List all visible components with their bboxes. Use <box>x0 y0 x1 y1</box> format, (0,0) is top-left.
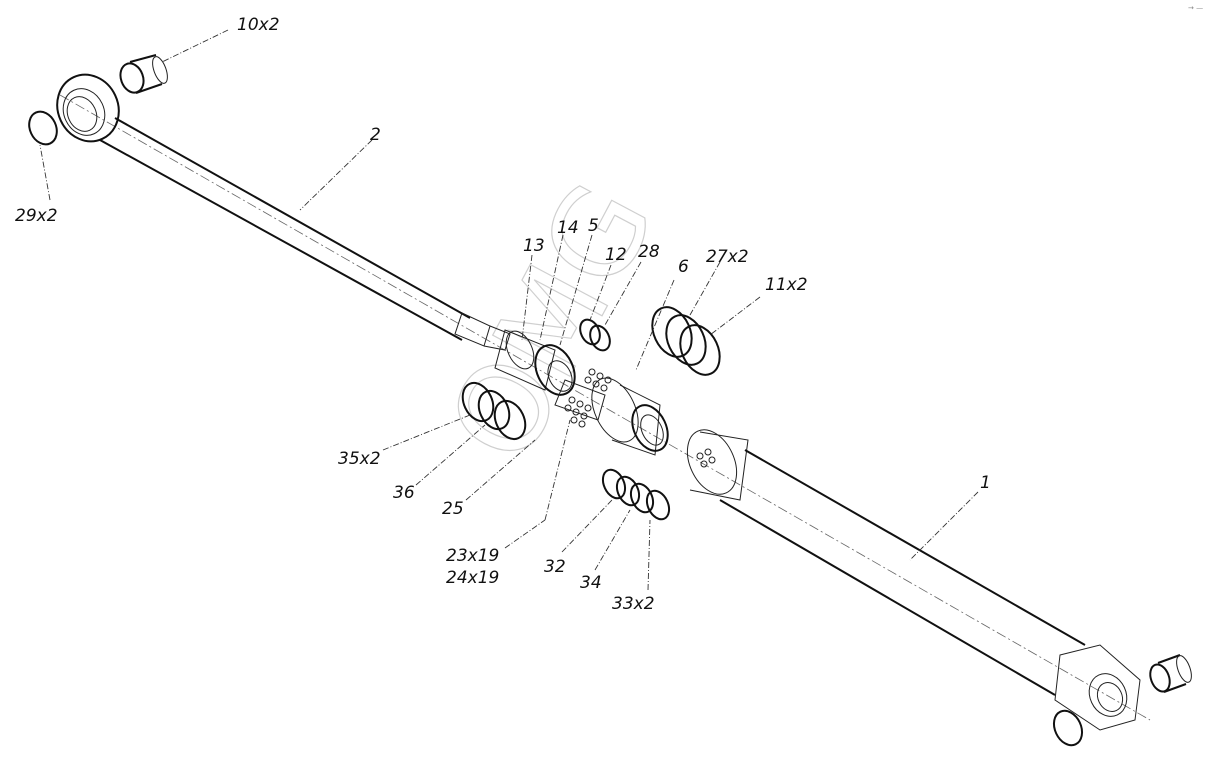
callout-33x2: 33x2 <box>612 594 655 614</box>
callout-29x2: 29x2 <box>15 206 58 226</box>
callout-11x2: 11x2 <box>765 275 808 295</box>
leader-lines <box>39 29 979 591</box>
callout-25: 25 <box>442 499 464 519</box>
piston-rod <box>99 117 511 351</box>
rings-32-34-33 <box>601 468 671 521</box>
bushing-bottom <box>1149 654 1192 693</box>
seal-rings-12-28 <box>579 318 611 352</box>
cylinder-barrel <box>686 429 1086 696</box>
callout-14: 14 <box>557 218 579 238</box>
callout-labels: 10x2 29x2 2 13 14 5 12 28 6 27x2 11x2 35… <box>15 15 991 614</box>
callout-24x19: 24x19 <box>446 568 499 588</box>
callout-36: 36 <box>393 483 415 503</box>
callout-35x2: 35x2 <box>338 449 381 469</box>
callout-5: 5 <box>588 216 599 236</box>
callout-32: 32 <box>544 557 566 577</box>
piston-assembly <box>494 329 669 456</box>
callout-13: 13 <box>523 236 545 256</box>
bushing-top <box>119 54 168 94</box>
callout-1: 1 <box>980 473 991 493</box>
balls-group-2 <box>564 396 592 428</box>
callout-23x19: 23x19 <box>446 546 499 566</box>
snap-ring-bottom <box>1052 709 1084 747</box>
callout-27x2: 27x2 <box>706 247 749 267</box>
callout-2: 2 <box>370 125 381 145</box>
rod-eye <box>56 73 120 143</box>
callout-34: 34 <box>580 573 602 593</box>
balls-group-1 <box>584 368 612 392</box>
corner-mark: → — <box>1188 4 1203 12</box>
cylinder-end-eye <box>1054 644 1141 731</box>
wear-rings-27-11 <box>651 306 721 376</box>
callout-28: 28 <box>638 242 660 262</box>
callout-6: 6 <box>678 257 689 277</box>
callout-12: 12 <box>605 245 627 265</box>
callout-10x2: 10x2 <box>237 15 280 35</box>
snap-ring-left <box>28 110 58 146</box>
center-axis-line <box>59 94 1151 721</box>
rings-35-36-25 <box>461 381 527 441</box>
